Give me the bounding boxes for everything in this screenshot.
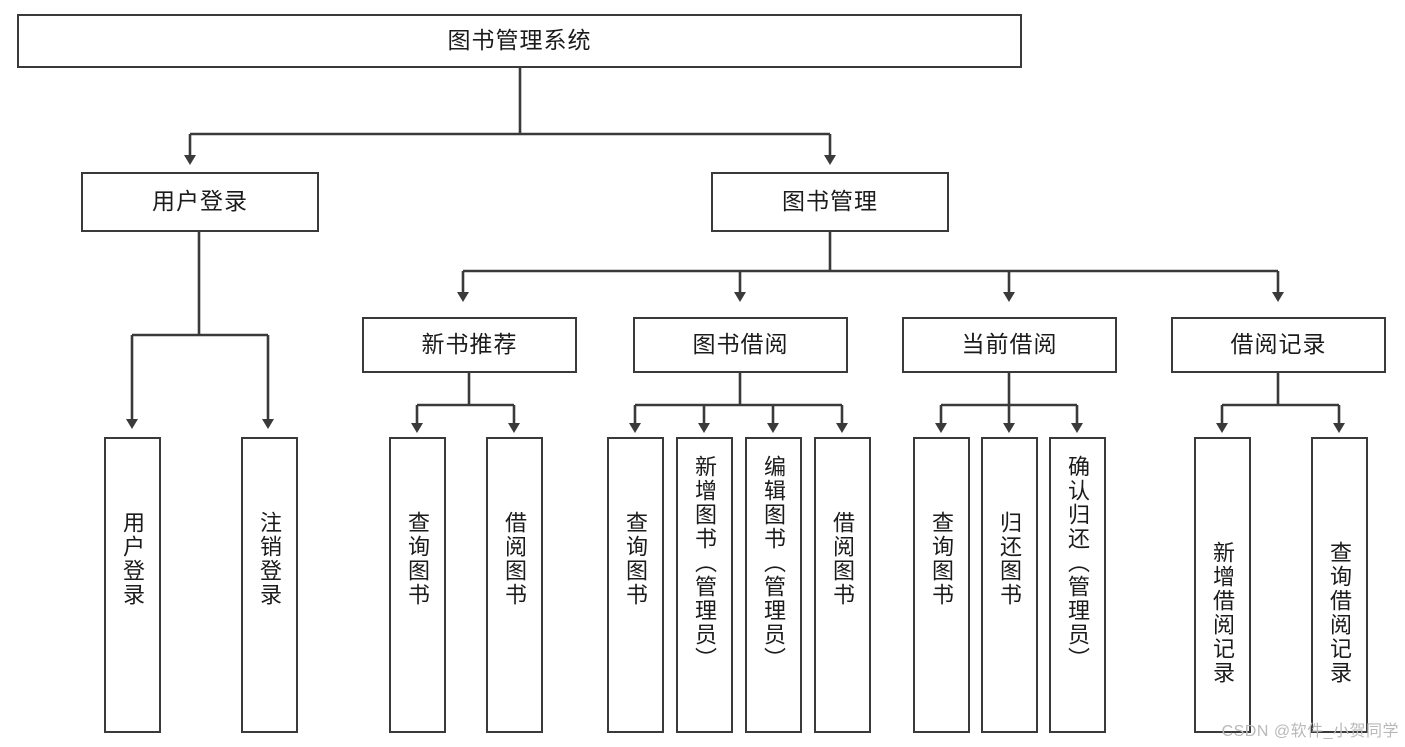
leaf-label: 用户登录: [120, 511, 146, 607]
node-user-login[interactable]: 用户登录: [81, 172, 319, 232]
node-book-borrowing[interactable]: 图书借阅: [633, 317, 848, 373]
node-root-book-management-system[interactable]: 图书管理系统: [17, 14, 1022, 68]
leaf-label: 查询图书: [929, 511, 955, 607]
leaf-current-borrow-confirm-return-admin[interactable]: 确认归还（管理员）: [1049, 437, 1106, 733]
leaf-user-login-logout[interactable]: 注销登录: [241, 437, 298, 733]
leaf-label: 查询借阅记录: [1327, 541, 1353, 685]
leaf-book-borrow-add-book-admin[interactable]: 新增图书（管理员）: [676, 437, 733, 733]
leaf-label: 归还图书: [997, 511, 1023, 607]
leaf-current-borrow-return-books[interactable]: 归还图书: [981, 437, 1038, 733]
leaf-borrow-record-add-record[interactable]: 新增借阅记录: [1194, 437, 1251, 733]
node-label: 借阅记录: [1230, 331, 1327, 358]
leaf-label: 新增图书（管理员）: [692, 455, 718, 671]
leaf-current-borrow-query-books[interactable]: 查询图书: [913, 437, 970, 733]
leaf-label: 借阅图书: [830, 511, 856, 607]
node-label: 新书推荐: [421, 331, 518, 358]
leaf-label: 确认归还（管理员）: [1065, 455, 1091, 671]
leaf-label: 编辑图书（管理员）: [761, 455, 787, 671]
leaf-label: 借阅图书: [502, 511, 528, 607]
leaf-borrow-record-query-record[interactable]: 查询借阅记录: [1311, 437, 1368, 733]
node-current-borrowing[interactable]: 当前借阅: [902, 317, 1117, 373]
node-label: 当前借阅: [961, 331, 1058, 358]
leaf-new-book-borrow-books[interactable]: 借阅图书: [486, 437, 543, 733]
leaf-book-borrow-edit-book-admin[interactable]: 编辑图书（管理员）: [745, 437, 802, 733]
node-label: 用户登录: [152, 188, 248, 215]
leaf-label: 查询图书: [405, 511, 431, 607]
leaf-book-borrow-query-books[interactable]: 查询图书: [607, 437, 664, 733]
node-new-book-recommendation[interactable]: 新书推荐: [362, 317, 577, 373]
node-borrow-records[interactable]: 借阅记录: [1171, 317, 1386, 373]
leaf-label: 查询图书: [623, 511, 649, 607]
leaf-book-borrow-borrow-books[interactable]: 借阅图书: [814, 437, 871, 733]
node-book-management[interactable]: 图书管理: [711, 172, 949, 232]
leaf-label: 注销登录: [257, 511, 283, 607]
node-label: 图书管理: [782, 188, 878, 215]
leaf-new-book-query-books[interactable]: 查询图书: [389, 437, 446, 733]
leaf-label: 新增借阅记录: [1210, 541, 1236, 685]
watermark: CSDN @软件_小贺同学: [1221, 723, 1399, 740]
node-label: 图书借阅: [692, 331, 789, 358]
node-label: 图书管理系统: [447, 27, 592, 54]
leaf-user-login-login[interactable]: 用户登录: [104, 437, 161, 733]
